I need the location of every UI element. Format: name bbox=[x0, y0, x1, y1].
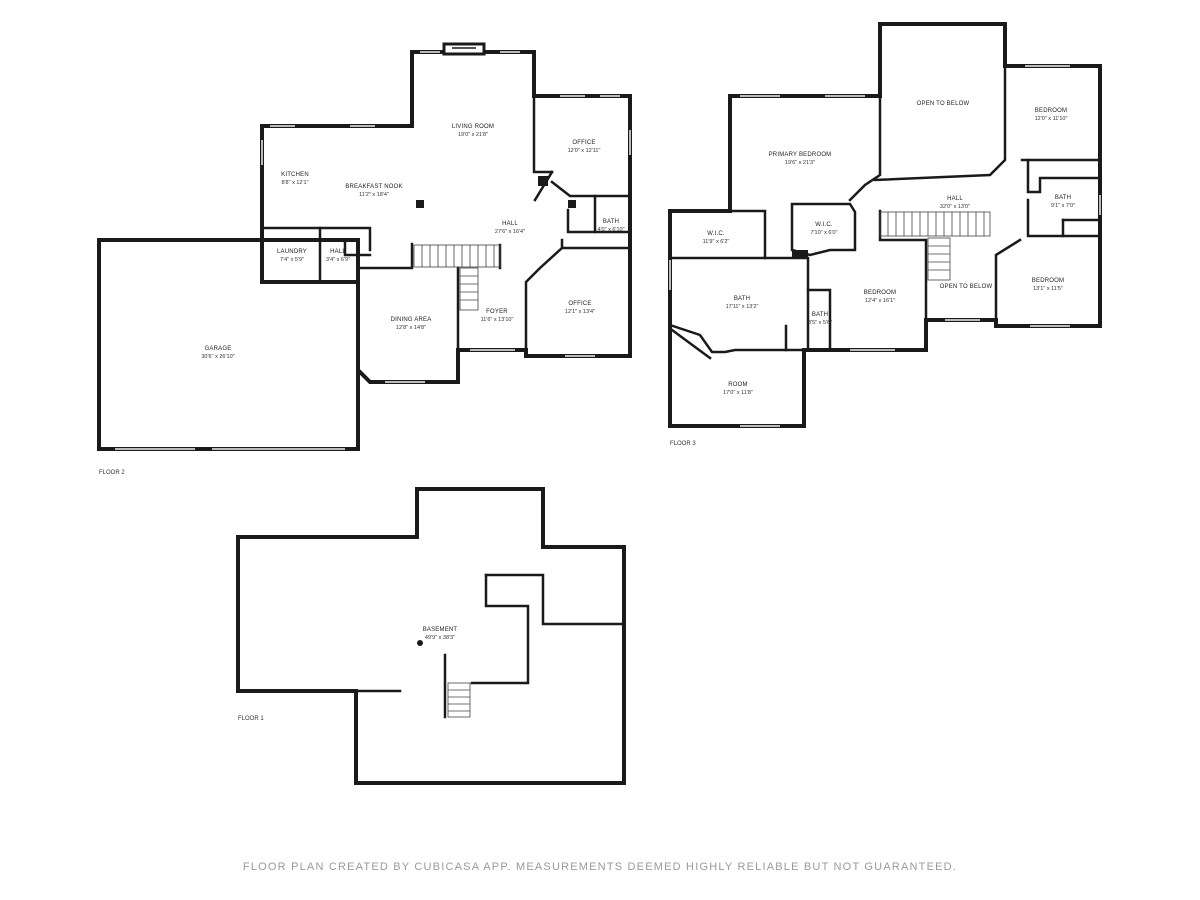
room-name: LAUNDRY bbox=[277, 249, 307, 255]
room-dimensions: 9'1" x 7'0" bbox=[1051, 203, 1075, 209]
room-name: FOYER bbox=[486, 309, 508, 315]
floor-label: FLOOR 3 bbox=[670, 441, 696, 447]
floor-2-outline bbox=[260, 50, 632, 384]
room-name: GARAGE bbox=[205, 346, 232, 352]
interior-wall bbox=[566, 208, 632, 234]
room-dimensions: 4'0" x 6'10" bbox=[597, 227, 624, 233]
room-name: OPEN TO BELOW bbox=[917, 101, 970, 107]
room-name: BEDROOM bbox=[1035, 108, 1067, 114]
room-name: OFFICE bbox=[572, 140, 595, 146]
column bbox=[568, 200, 576, 208]
room-name: OPEN TO BELOW bbox=[940, 284, 993, 290]
room-dimensions: 11'6" x 13'10" bbox=[481, 317, 514, 323]
interior-wall bbox=[873, 64, 1007, 182]
stairs bbox=[413, 244, 501, 311]
room-name: BATH bbox=[1055, 195, 1071, 201]
interior-wall bbox=[532, 94, 554, 174]
room-dimensions: 32'0" x 13'0" bbox=[940, 204, 970, 210]
interior-wall bbox=[670, 328, 712, 360]
room-name: OFFICE bbox=[568, 301, 591, 307]
room-dimensions: 12'8" x 14'8" bbox=[396, 325, 426, 331]
room-name: W.I.C. bbox=[707, 231, 725, 237]
room-dimensions: 3'4" x 6'9" bbox=[326, 257, 350, 263]
room-dimensions: 7'10" x 6'0" bbox=[810, 230, 837, 236]
floor-3-outline bbox=[668, 22, 1102, 428]
floor-3: OPEN TO BELOW BEDROOM 12'0" x 11'10" PRI… bbox=[668, 22, 1102, 447]
room-name: KITCHEN bbox=[281, 172, 309, 178]
room-dimensions: 19'0" x 21'8" bbox=[458, 132, 488, 138]
interior-wall bbox=[470, 573, 530, 685]
room-dimensions: 49'9" x 38'3" bbox=[425, 635, 455, 641]
room-dimensions: 12'1" x 13'4" bbox=[565, 309, 595, 315]
fireplace bbox=[442, 42, 486, 56]
room-name: ROOM bbox=[728, 382, 747, 388]
room-name: BATH bbox=[603, 219, 619, 225]
room-name: BATH bbox=[734, 296, 750, 302]
interior-wall bbox=[356, 242, 414, 270]
room-name: W.I.C. bbox=[815, 222, 833, 228]
room-dimensions: 12'0" x 11'10" bbox=[1035, 116, 1068, 122]
room-dimensions: 12'4" x 16'1" bbox=[865, 298, 895, 304]
room-dimensions: 8'8" x 12'1" bbox=[281, 180, 308, 186]
interior-wall bbox=[668, 323, 806, 354]
disclaimer-footer: FLOOR PLAN CREATED BY CUBICASA APP. MEAS… bbox=[242, 861, 958, 873]
room-name: BASEMENT bbox=[423, 627, 458, 633]
room-name: PRIMARY BEDROOM bbox=[769, 152, 832, 158]
interior-wall bbox=[560, 238, 632, 250]
room-name: BEDROOM bbox=[864, 290, 896, 296]
floor-1: BASEMENT 49'9" x 38'3" FLOOR 1 bbox=[236, 487, 626, 785]
interior-wall bbox=[1026, 198, 1102, 238]
column bbox=[792, 250, 808, 258]
room-dimensions: 19'6" x 21'3" bbox=[785, 160, 815, 166]
interior-wall bbox=[343, 238, 372, 257]
room-dimensions: 11'2" x 18'4" bbox=[359, 192, 389, 198]
interior-wall bbox=[668, 209, 767, 260]
interior-wall bbox=[1026, 158, 1102, 194]
column bbox=[538, 176, 548, 186]
room-name: DINING AREA bbox=[391, 317, 432, 323]
interior-wall bbox=[260, 226, 372, 252]
floor-1-outline bbox=[236, 487, 626, 785]
column bbox=[416, 200, 424, 208]
stairs bbox=[447, 682, 471, 718]
room-dimensions: 12'0" x 12'11" bbox=[568, 148, 601, 154]
room-dimensions: 17'11" x 13'2" bbox=[726, 304, 759, 310]
room-dimensions: 11'9" x 6'2" bbox=[703, 239, 730, 245]
room-name: HALL bbox=[330, 249, 346, 255]
interior-wall bbox=[994, 238, 1022, 328]
interior-wall bbox=[484, 573, 626, 626]
floor-label: FLOOR 1 bbox=[238, 716, 264, 722]
room-name: HALL bbox=[947, 196, 963, 202]
room-dimensions: 30'6" x 26'10" bbox=[201, 354, 234, 360]
floor-label: FLOOR 2 bbox=[99, 470, 125, 476]
floor-2: LIVING ROOM 19'0" x 21'8" OFFICE 12'0" x… bbox=[97, 42, 632, 476]
stairs bbox=[879, 211, 991, 281]
room-dimensions: 17'0" x 11'8" bbox=[723, 390, 753, 396]
interior-wall bbox=[550, 180, 632, 198]
room-name: BATH bbox=[812, 312, 828, 318]
room-dimensions: 7'4" x 5'9" bbox=[280, 257, 304, 263]
room-name: BEDROOM bbox=[1032, 278, 1064, 284]
room-name: LIVING ROOM bbox=[452, 124, 494, 130]
room-dimensions: 3'5" x 5'6" bbox=[808, 320, 832, 326]
interior-wall bbox=[806, 288, 832, 352]
room-dimensions: 27'6" x 16'4" bbox=[495, 229, 525, 235]
room-dimensions: 13'1" x 11'5" bbox=[1033, 286, 1063, 292]
interior-wall bbox=[848, 94, 882, 202]
column bbox=[417, 640, 423, 646]
interior-wall bbox=[524, 246, 564, 352]
room-name: HALL bbox=[502, 221, 518, 227]
room-name: BREAKFAST NOOK bbox=[345, 184, 402, 190]
